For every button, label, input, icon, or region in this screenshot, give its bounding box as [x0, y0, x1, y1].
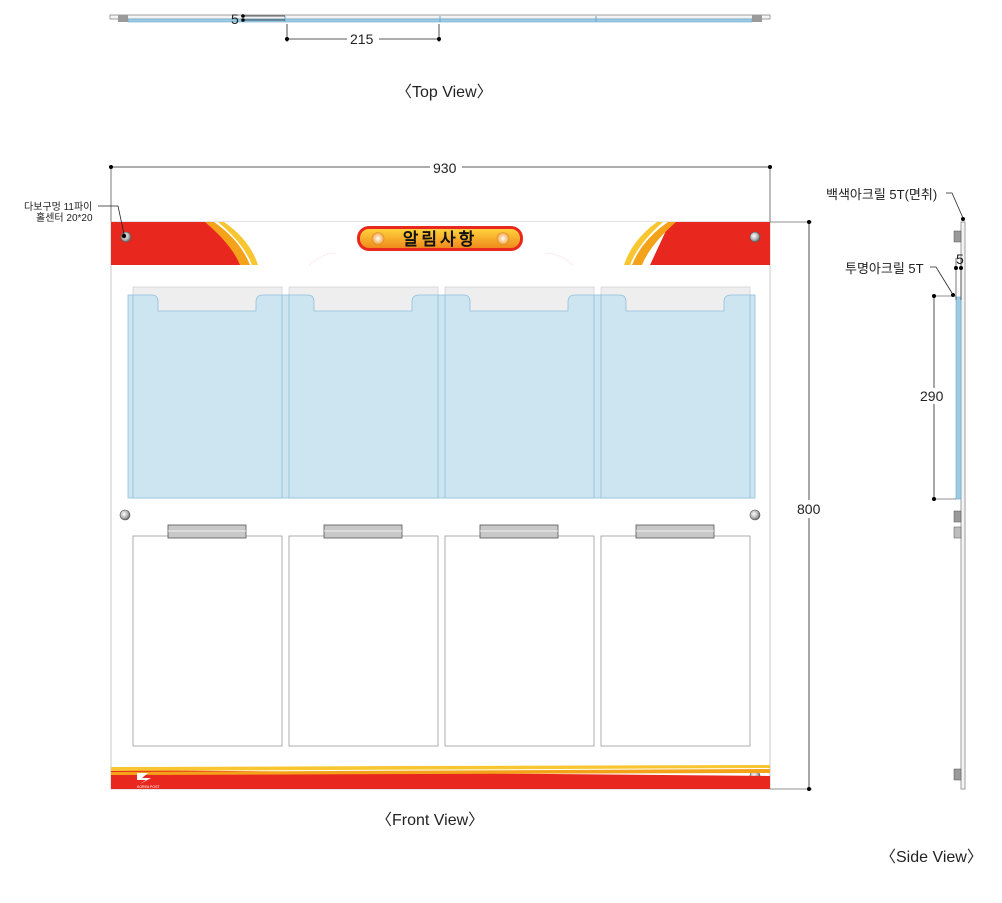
footer-red-band — [111, 770, 770, 789]
top-dim-215-dot-left — [285, 37, 289, 41]
side-label-clear-leader — [930, 266, 953, 294]
footer-stripe-yellow — [111, 765, 770, 771]
front-dim-800-dot-top — [807, 220, 811, 224]
side-white-panel — [960, 221, 966, 790]
hole-note-line1: 다보구멍 11파이 — [24, 201, 92, 213]
screw-top-right-icon — [749, 231, 761, 243]
title-fan-right-icon — [496, 232, 510, 245]
header-swoosh-right-orange — [632, 222, 676, 265]
clipboard-2 — [288, 524, 439, 747]
pocket-4 — [600, 286, 751, 499]
title-banner-fill — [360, 229, 520, 248]
side-label-white-leader — [946, 192, 964, 219]
side-standoff-1 — [953, 230, 962, 243]
header-swoosh-left-orange — [205, 222, 250, 265]
hole-note-leader — [98, 205, 125, 235]
side-view-caption: 〈Side View〉 — [880, 849, 983, 866]
footer-stripe-orange — [111, 769, 770, 775]
top-dim-215-label: 215 — [350, 31, 374, 47]
top-dim-5-dot — [241, 14, 245, 18]
front-dim-800-dot-bottom — [807, 787, 811, 791]
front-dim-930-dot-right — [768, 165, 772, 169]
clip-2 — [323, 524, 403, 539]
clip-1 — [167, 524, 247, 539]
top-dim-thickness-label: 5 — [231, 11, 239, 27]
clipboard-3 — [444, 524, 595, 747]
side-standoff-3 — [953, 526, 962, 539]
side-standoff-4 — [953, 768, 962, 781]
hole-note-leader-dot — [121, 233, 127, 239]
pocket-3 — [444, 286, 595, 499]
title-fan-left-icon — [371, 232, 385, 245]
side-label-white-acrylic: 백색아크릴 5T(면취) — [826, 187, 937, 202]
side-dim-pocket-height-label: 290 — [920, 388, 944, 404]
front-dim-height-label: 800 — [797, 501, 821, 517]
side-label-clear-acrylic: 투명아크릴 5T — [845, 261, 924, 276]
front-view-caption: 〈Front View〉 — [376, 812, 484, 829]
side-dim-5-dot-left — [954, 266, 958, 270]
clipboard-4 — [600, 524, 751, 747]
top-dim-5-dot-b — [241, 18, 245, 22]
side-view: 백색아크릴 5T(면취) 5 투명아크릴 5T 290 〈Side View〉 — [826, 187, 983, 866]
top-view: 5 215 〈Top View〉 — [109, 11, 771, 101]
side-dim-290-dot-bottom — [932, 497, 936, 501]
hole-note-line2: 홀센터 20*20 — [36, 211, 93, 224]
post-logo-icon — [137, 773, 151, 784]
pocket-2 — [288, 286, 439, 499]
screw-mid-right-icon — [749, 509, 761, 521]
post-logo-text: KOREA POST — [137, 785, 160, 789]
screw-mid-left-icon — [119, 509, 131, 521]
header-swoosh-left-yellow — [218, 222, 258, 265]
top-view-standoff-left — [118, 15, 128, 22]
clipboard-1 — [132, 524, 283, 747]
top-view-standoff-right — [752, 15, 762, 22]
front-view: 930 알림사항 다보구멍 11파이 홀센터 20*20 — [24, 160, 824, 829]
side-dim-5-dot-right — [959, 266, 963, 270]
side-clear-panel — [955, 296, 962, 500]
clip-4 — [635, 524, 715, 539]
side-label-clear-dot — [951, 293, 955, 297]
top-view-caption: 〈Top View〉 — [396, 84, 493, 101]
side-dim-depth-label: 5 — [956, 251, 964, 267]
clip-3 — [479, 524, 559, 539]
front-dim-930-dot-left — [109, 165, 113, 169]
side-label-white-dot — [961, 217, 965, 221]
top-dim-215-dot-right — [437, 37, 441, 41]
front-dim-width-label: 930 — [433, 160, 457, 176]
side-standoff-2 — [953, 510, 962, 523]
title-banner-text: 알림사항 — [403, 229, 478, 250]
side-dim-290-dot-top — [932, 294, 936, 298]
pocket-1 — [132, 286, 283, 499]
header-swoosh-right-yellow — [624, 222, 663, 265]
